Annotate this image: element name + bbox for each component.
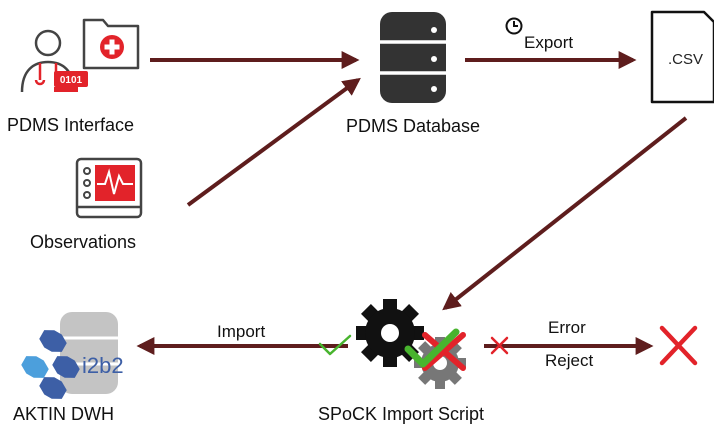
arrow-csv-to-script bbox=[442, 116, 688, 311]
monitor-icon bbox=[75, 157, 143, 219]
reject-label: Reject bbox=[545, 351, 594, 370]
clock-icon bbox=[505, 17, 523, 35]
error-label: Error bbox=[548, 318, 586, 337]
check-icon bbox=[404, 328, 460, 368]
i2b2-logo bbox=[21, 312, 118, 399]
import-label: Import bbox=[217, 322, 266, 341]
export-label: Export bbox=[524, 33, 573, 52]
database-icon bbox=[380, 12, 446, 103]
file-icon bbox=[650, 10, 714, 104]
pdms-interface-label: PDMS Interface bbox=[7, 115, 135, 135]
observations-label: Observations bbox=[30, 232, 137, 252]
arrow-observations-to-database bbox=[186, 77, 361, 207]
i2b2-logo-text: i2b2 bbox=[82, 353, 124, 378]
csv-file-label: .CSV bbox=[668, 51, 703, 68]
aktin-dwh-label: AKTIN DWH bbox=[13, 404, 114, 424]
medical-folder-icon bbox=[82, 18, 140, 70]
spock-script-label: SPoCK Import Script bbox=[318, 404, 485, 424]
x-icon bbox=[659, 325, 698, 366]
code-badge-icon bbox=[54, 71, 88, 92]
x-icon bbox=[490, 336, 509, 355]
pdms-database-label: PDMS Database bbox=[346, 116, 481, 136]
check-icon bbox=[318, 334, 352, 356]
code-badge-text: 0101 bbox=[60, 75, 83, 86]
x-icon bbox=[422, 332, 466, 371]
